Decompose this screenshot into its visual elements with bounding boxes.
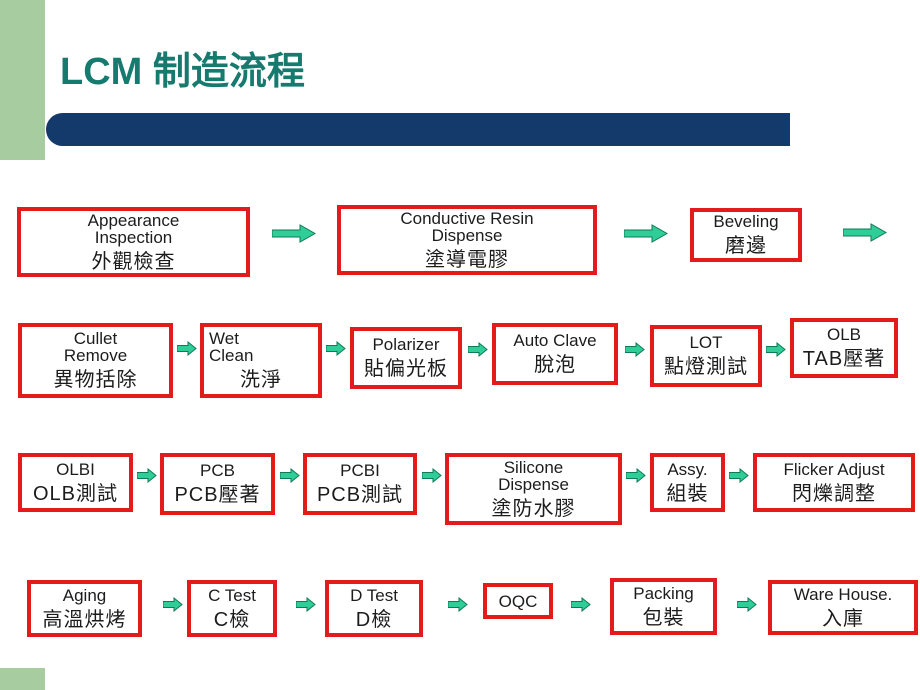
flow-arrow-icon: [737, 597, 757, 612]
step-label-zh: 貼偏光板: [364, 358, 448, 380]
title-underline-bar: [46, 113, 790, 146]
flow-step-auto-clave: Auto Clave 脫泡: [492, 323, 618, 385]
flow-step-flicker-adjust: Flicker Adjust 閃爍調整: [753, 453, 915, 512]
flow-arrow-icon: [296, 597, 316, 612]
step-label-en: Ware House.: [793, 584, 893, 604]
step-label-en: PCB: [200, 461, 235, 480]
step-label-zh: 塗防水膠: [491, 497, 576, 520]
step-label-zh: 包裝: [642, 606, 685, 629]
flow-step-wet-clean: Wet Clean 洗淨: [200, 323, 322, 398]
flow-arrow-icon: [177, 341, 197, 356]
step-label-en: Appearance: [87, 210, 180, 230]
flow-step-pcbi: PCBI PCB測試: [303, 453, 417, 515]
page-title: LCM 制造流程: [60, 51, 305, 93]
step-label-zh: 異物括除: [53, 369, 138, 391]
step-label-en: Silicone: [503, 457, 564, 477]
step-label-en: OQC: [498, 591, 538, 611]
step-label-zh: 點燈測試: [664, 356, 748, 378]
step-label-zh: PCB壓著: [174, 484, 261, 506]
step-label-zh: 脫泡: [534, 354, 576, 376]
step-label-zh: D檢: [355, 608, 393, 631]
step-label-en: Flicker Adjust: [783, 459, 885, 479]
flow-step-olbi: OLBI OLB測試: [18, 453, 133, 512]
flow-step-ware-house: Ware House. 入庫: [768, 580, 918, 635]
flow-arrow-icon: [766, 342, 786, 357]
step-label-zh: 洗淨: [240, 369, 282, 391]
step-label-zh: C檢: [213, 608, 251, 631]
step-label-en: PCBI: [340, 461, 380, 480]
step-label-en: Cullet: [73, 329, 118, 348]
step-label-en: LOT: [689, 333, 723, 352]
step-label-zh: 組裝: [666, 482, 709, 505]
decor-green-bar: [0, 0, 45, 160]
step-label-en: Wet: [209, 329, 239, 348]
flow-step-beveling: Beveling 磨邊: [690, 208, 802, 262]
step-label-zh: 高溫烘烤: [42, 608, 127, 631]
flow-arrow-icon: [272, 224, 316, 243]
step-label-en: Conductive Resin: [400, 208, 534, 228]
step-label-en: C Test: [208, 585, 256, 605]
flow-arrow-icon: [163, 597, 183, 612]
step-label-en: Assy.: [667, 459, 708, 479]
flow-arrow-icon: [326, 341, 346, 356]
flow-step-olb: OLB TAB壓著: [790, 318, 898, 378]
step-label-zh: PCB測試: [316, 484, 404, 506]
flow-step-conductive-resin-dispense: Conductive Resin Dispense 塗導電膠: [337, 205, 597, 275]
flow-arrow-icon: [843, 223, 887, 242]
step-label-zh: 閃爍調整: [792, 482, 876, 505]
flow-arrow-icon: [624, 224, 668, 243]
decor-green-square: [0, 668, 45, 690]
step-label-zh: 外觀檢查: [91, 250, 176, 273]
flow-step-lot: LOT 點燈測試: [650, 325, 762, 387]
flow-arrow-icon: [280, 468, 300, 483]
step-label-en: OLB: [826, 325, 862, 344]
flow-step-assy: Assy. 組裝: [650, 453, 725, 512]
step-label-zh: 磨邊: [725, 235, 767, 257]
flow-arrow-icon: [625, 342, 645, 357]
flow-step-c-test: C Test C檢: [187, 580, 277, 637]
flow-step-packing: Packing 包裝: [610, 578, 717, 635]
flow-step-pcb: PCB PCB壓著: [160, 453, 275, 515]
step-label-en: Dispense: [498, 474, 569, 494]
flow-arrow-icon: [571, 597, 591, 612]
step-label-en: Clean: [209, 346, 254, 365]
flow-step-oqc: OQC: [483, 583, 553, 619]
step-label-en: Inspection: [94, 227, 173, 247]
step-label-en: Auto Clave: [513, 331, 597, 350]
flow-step-aging: Aging 高溫烘烤: [27, 580, 142, 637]
flow-arrow-icon: [468, 342, 488, 357]
step-label-en: D Test: [350, 585, 398, 605]
step-label-zh: 入庫: [822, 607, 864, 630]
step-label-en: Polarizer: [372, 335, 440, 354]
flow-arrow-icon: [422, 468, 442, 483]
flow-arrow-icon: [729, 468, 749, 483]
step-label-en: Dispense: [431, 225, 503, 245]
flow-arrow-icon: [137, 468, 157, 483]
step-label-zh: TAB壓著: [802, 348, 886, 370]
flow-step-d-test: D Test D檢: [325, 580, 423, 637]
flow-step-polarizer: Polarizer 貼偏光板: [350, 327, 462, 389]
flow-arrow-icon: [626, 468, 646, 483]
step-label-en: OLBI: [56, 459, 95, 479]
step-label-en: Remove: [63, 346, 128, 365]
step-label-zh: 塗導電膠: [425, 248, 509, 271]
flow-arrow-icon: [448, 597, 468, 612]
step-label-en: Beveling: [713, 212, 779, 231]
flow-step-cullet-remove: Cullet Remove 異物括除: [18, 323, 173, 398]
step-label-en: Aging: [62, 585, 107, 605]
flow-step-silicone-dispense: Silicone Dispense 塗防水膠: [445, 453, 622, 525]
flow-step-appearance-inspection: Appearance Inspection 外觀檢查: [17, 207, 250, 277]
step-label-zh: OLB測試: [32, 482, 119, 505]
step-label-en: Packing: [633, 583, 694, 603]
